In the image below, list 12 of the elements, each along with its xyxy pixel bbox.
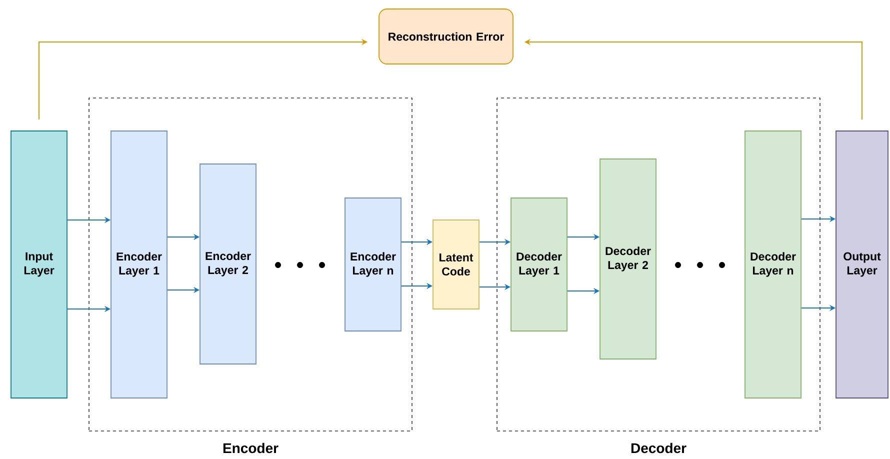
group-label: Encoder: [223, 442, 278, 454]
layer-box: Latent Code: [432, 220, 480, 310]
layer-box: Decoder Layer n: [744, 130, 802, 398]
layer-box: Encoder Layer 2: [200, 164, 256, 364]
layer-box: Output Layer: [836, 130, 888, 398]
layer-box: Decoder Layer 1: [510, 198, 568, 332]
error-box: Reconstruction Error: [378, 8, 514, 64]
layer-box: Input Layer: [10, 130, 68, 398]
layer-box: Encoder Layer 1: [110, 130, 168, 398]
group-label: Decoder: [631, 442, 686, 454]
layer-box: Encoder Layer n: [344, 198, 402, 332]
layer-box: Decoder Layer 2: [600, 158, 656, 360]
